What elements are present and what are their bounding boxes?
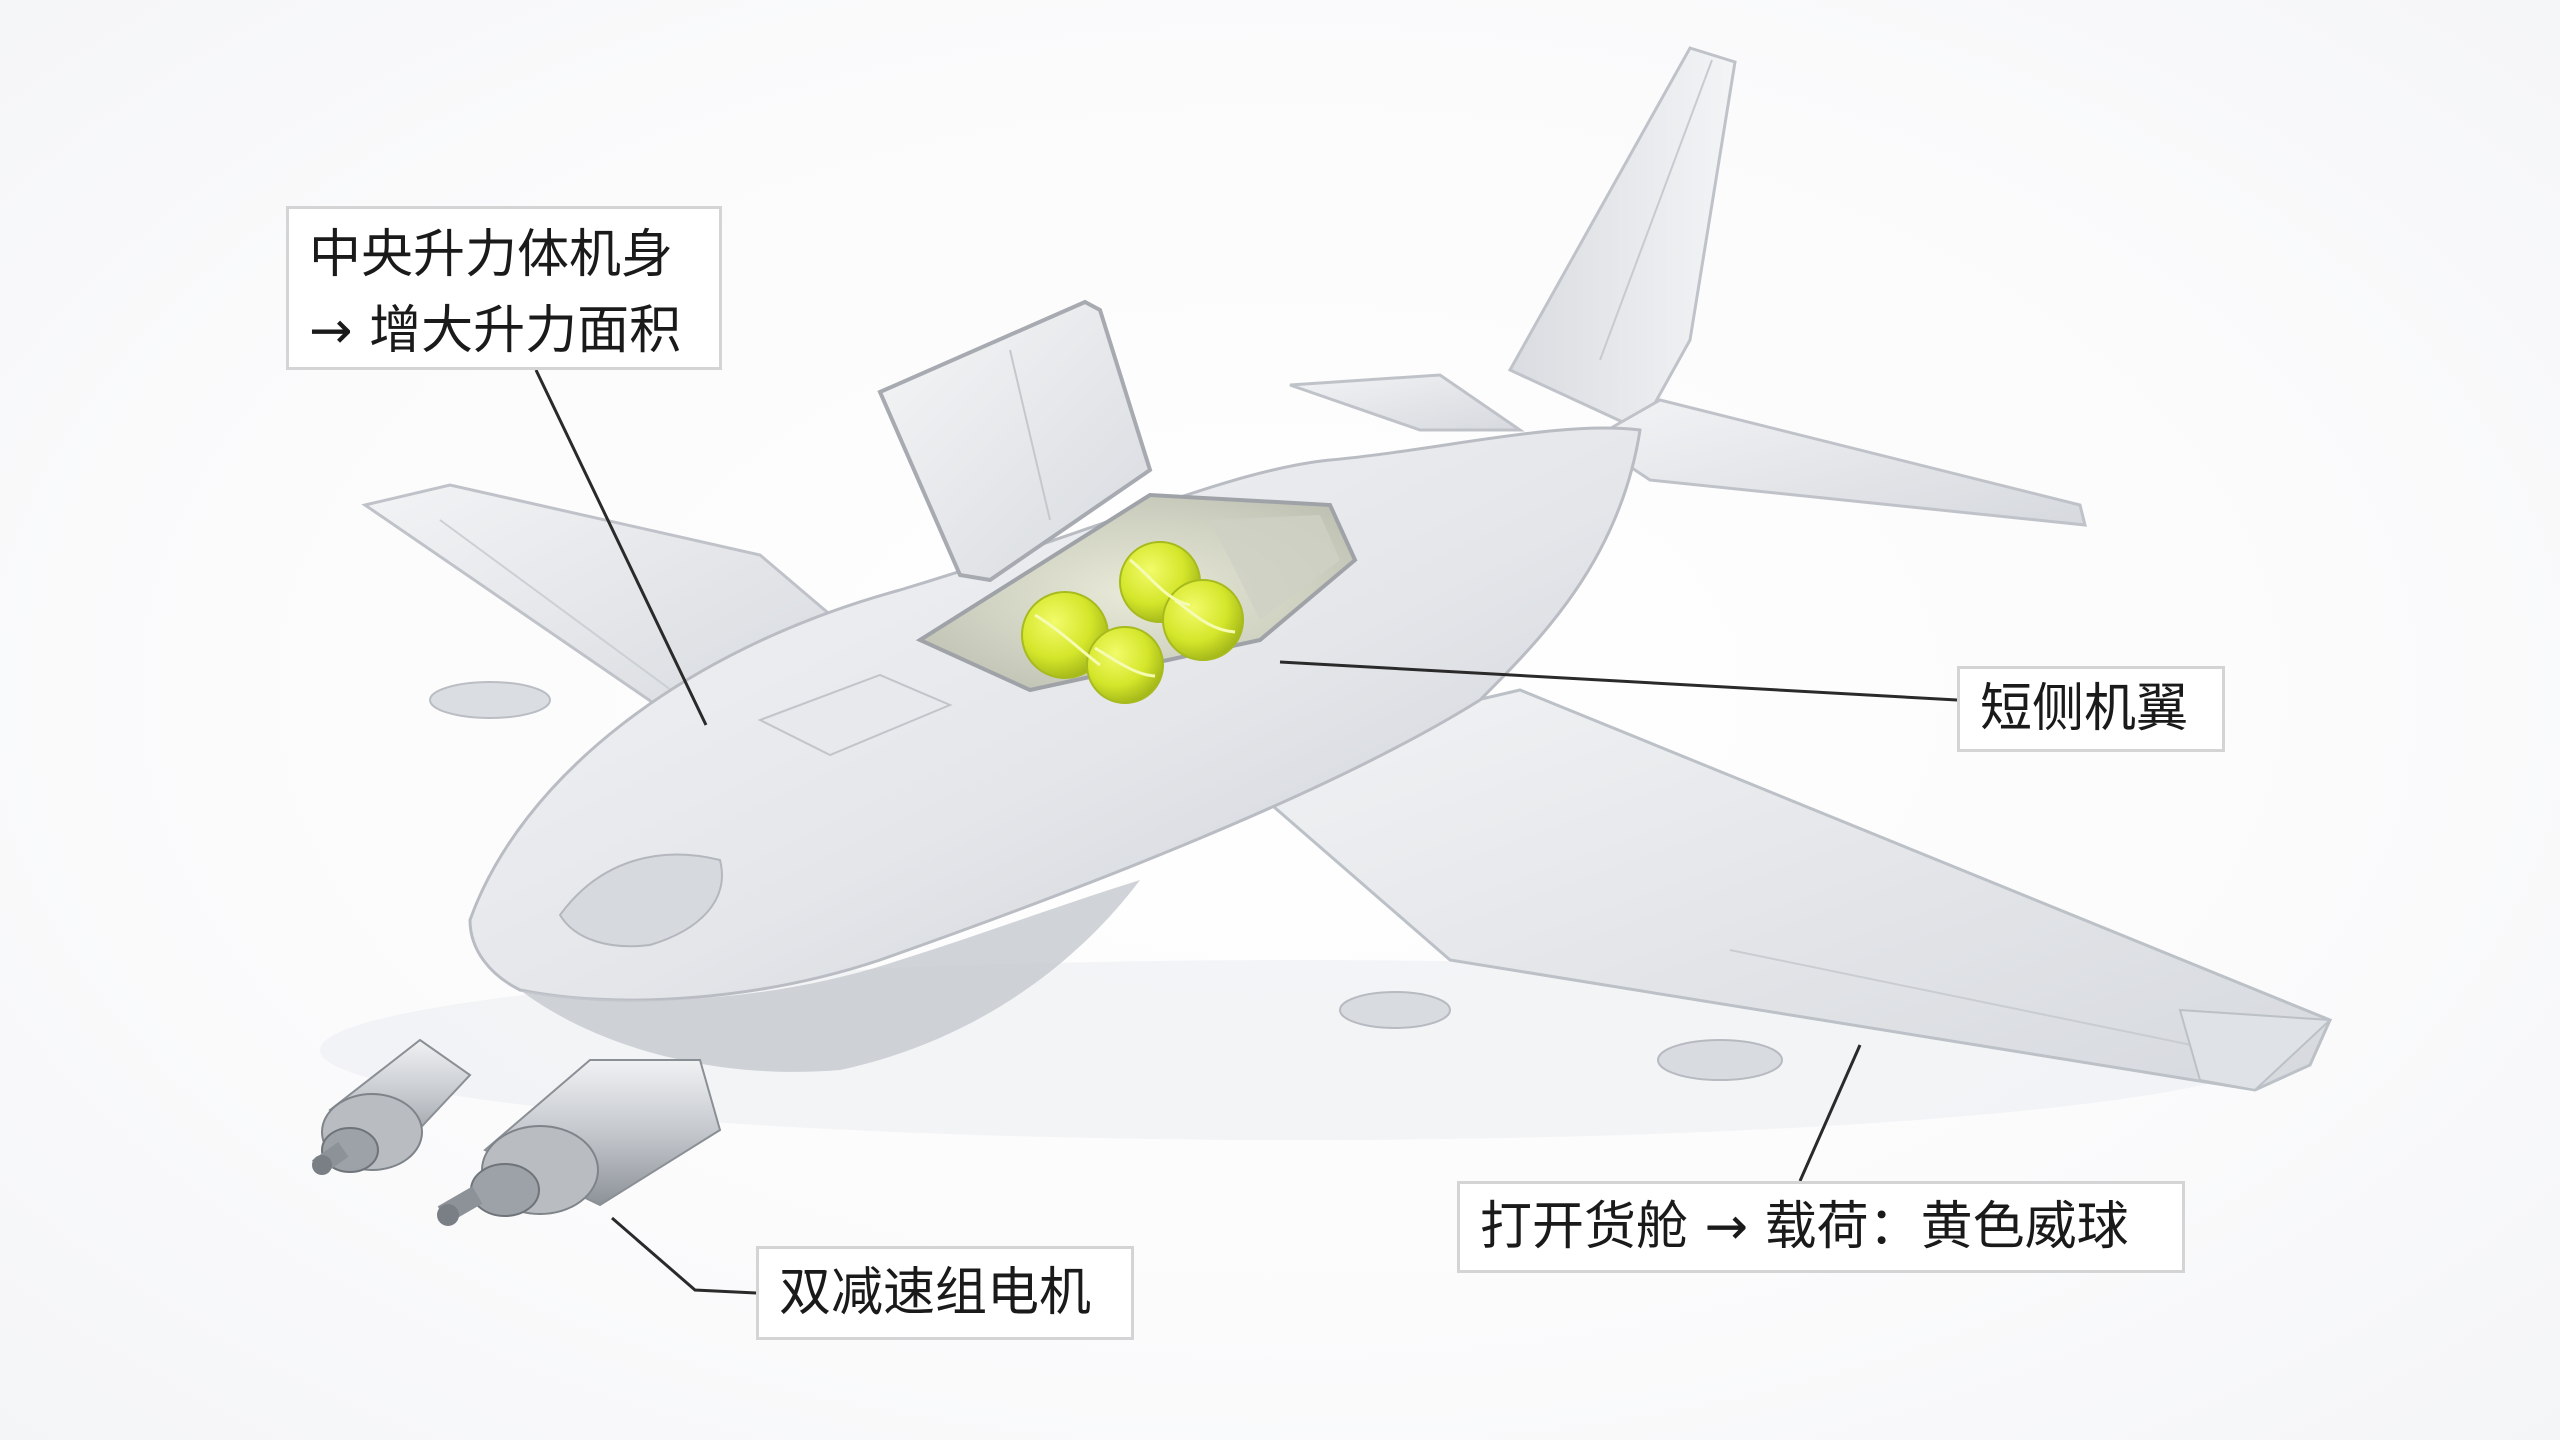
right-wing-pod-outer xyxy=(1657,1039,1783,1081)
cargo-hatch-lid xyxy=(877,299,1153,583)
motor-right xyxy=(437,1059,722,1226)
cargo-hatch-lid-seam xyxy=(1009,349,1051,521)
motor-left xyxy=(311,1038,472,1176)
left-wing-pod xyxy=(429,681,551,719)
tail-fin-line xyxy=(1599,59,1713,361)
right-wing-aileron xyxy=(2178,1008,2333,1092)
leader-line-wing xyxy=(1279,660,1958,702)
nose-cowl xyxy=(558,853,723,948)
callout-lift-body-line1: 中央升力体机身 xyxy=(309,225,674,285)
leader-line-motors xyxy=(611,1216,757,1295)
callout-short-wing: 短侧机翼 xyxy=(1957,666,2225,752)
callout-cargo-bay: 打开货舱 → 载荷：黄色威球 xyxy=(1457,1181,2185,1273)
left-stabilizer xyxy=(1289,373,1525,432)
callout-motors: 双减速组电机 xyxy=(756,1246,1134,1340)
leader-line-cargo xyxy=(1798,1044,1862,1182)
callout-motors-text: 双减速组电机 xyxy=(779,1263,1092,1323)
payload-tennis-balls xyxy=(1021,541,1244,704)
upper-access-panel xyxy=(757,673,953,757)
cargo-bay-inner-wall xyxy=(1210,515,1340,620)
callout-lift-body-line2: → 增大升力面积 xyxy=(309,301,682,361)
fuselage-underside xyxy=(520,880,1140,1072)
right-wing-pod-inner xyxy=(1339,991,1451,1029)
central-fuselage xyxy=(468,426,1642,1002)
callout-lift-body: 中央升力体机身 → 增大升力面积 xyxy=(286,206,722,370)
callout-cargo-bay-text: 打开货舱 → 载荷：黄色威球 xyxy=(1480,1197,2129,1257)
right-wing-flap-line xyxy=(1729,949,2241,1056)
right-wing xyxy=(1216,688,2332,1092)
leader-line-lift-body xyxy=(534,369,708,726)
right-stabilizer xyxy=(1587,398,2087,527)
vertical-tail-fin xyxy=(1507,46,1737,432)
callout-short-wing-text: 短侧机翼 xyxy=(1980,679,2189,739)
left-wing-flap-line xyxy=(439,519,706,716)
